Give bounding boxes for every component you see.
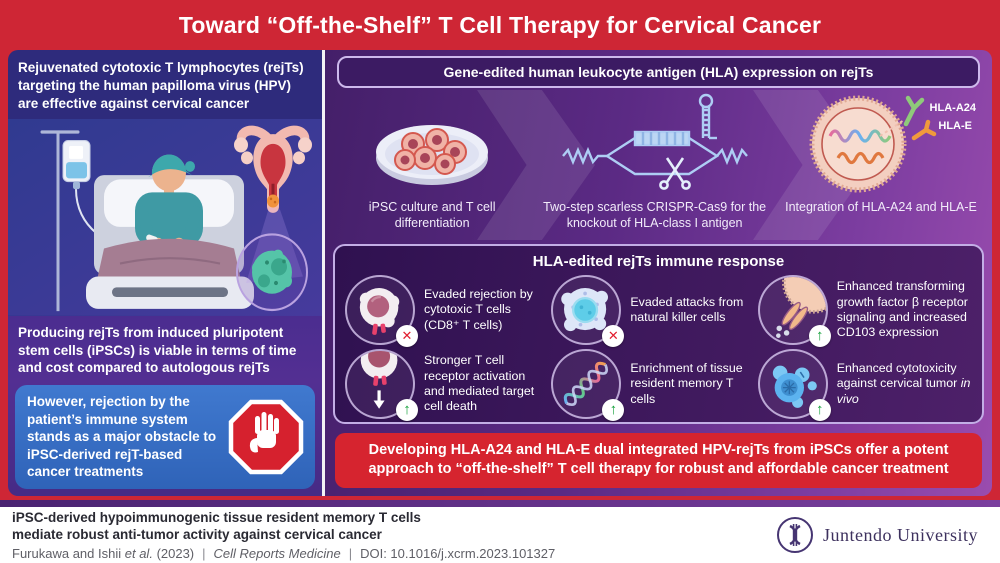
immune-item-nk-evasion: ✕ Evaded attacks from natural killer cel… (551, 274, 749, 347)
immune-response-panel: HLA-edited rejTs immune response ✕ (333, 244, 984, 424)
university-name: Juntendo University (823, 524, 978, 545)
university-brand: Juntendo University (775, 515, 1000, 555)
cross-badge-icon: ✕ (396, 324, 418, 347)
hospital-scene-icon (8, 119, 322, 316)
immune-grid: ✕ Evaded rejection by cytotoxic T cells … (341, 274, 976, 421)
column-divider (322, 50, 325, 496)
immune-item-text: Enhanced cytotoxicity against cervical t… (836, 360, 971, 406)
cross-badge-icon: ✕ (602, 324, 625, 347)
however-section: However, rejection by the patient’s immu… (8, 381, 322, 496)
footer-divider (0, 500, 1000, 507)
up-arrow-badge-icon: ↑ (602, 398, 625, 421)
patient-illustration (8, 119, 322, 316)
stop-hand-icon (225, 397, 307, 477)
nk-cell-icon: ✕ (551, 274, 625, 347)
step-caption: Two-step scarless CRISPR-Cas9 for the kn… (543, 200, 767, 230)
up-arrow-badge-icon: ↑ (396, 398, 418, 421)
intro-text: Rejuvenated cytotoxic T lymphocytes (rej… (8, 50, 322, 120)
hla-e-label: HLA-E (938, 120, 972, 132)
hla-a24-label: HLA-A24 (929, 102, 976, 114)
dna-helix-icon: ↑ (551, 348, 625, 421)
main-content: Rejuvenated cytotoxic T lymphocytes (rej… (8, 50, 992, 496)
immune-item-text: Evaded attacks from natural killer cells (630, 294, 744, 324)
up-arrow-badge-icon: ↑ (808, 398, 831, 421)
immune-item-ctl-evasion: ✕ Evaded rejection by cytotoxic T cells … (345, 274, 543, 347)
gene-steps: iPSC culture and T cell differentiation (325, 90, 992, 240)
immune-item-text: Evaded rejection by cytotoxic T cells (C… (424, 286, 533, 332)
producing-text: Producing rejTs from induced pluripotent… (8, 315, 322, 382)
immune-item-tcr-activation: ↑ Stronger T cell receptor activation an… (345, 348, 543, 421)
juntendo-logo-icon (777, 517, 813, 553)
cytotoxic-tcell-icon: ✕ (345, 274, 418, 347)
however-text: However, rejection by the patient’s immu… (27, 394, 217, 480)
edited-cell-icon: HLA-A24 HLA-E (776, 90, 986, 196)
footer: iPSC-derived hypoimmunogenic tissue resi… (0, 507, 1000, 563)
immune-panel-header: HLA-edited rejTs immune response (532, 253, 785, 270)
tumor-cell-icon: ↑ (757, 348, 831, 421)
tcell-spotlight-icon (236, 233, 308, 312)
left-panel: Rejuvenated cytotoxic T lymphocytes (rej… (8, 50, 322, 496)
immune-item-trm: ↑ Enrichment of tissue resident memory T… (551, 348, 749, 421)
gene-section-header: Gene-edited human leukocyte antigen (HLA… (337, 56, 980, 88)
immune-item-text: Enhanced transforming growth factor β re… (836, 279, 968, 340)
paper-title-line1: iPSC-derived hypoimmunogenic tissue resi… (12, 509, 421, 525)
step-caption: iPSC culture and T cell differentiation (368, 200, 496, 230)
conclusion-banner: Developing HLA-A24 and HLA-E dual integr… (335, 432, 982, 488)
tgf-receptor-icon: ↑ (757, 274, 831, 347)
step-ipsc-culture: iPSC culture and T cell differentiation (331, 90, 533, 240)
immune-item-text: Stronger T cell receptor activation and … (424, 353, 535, 414)
uterus-icon (234, 126, 312, 214)
paper-title-line2: mediate robust anti-tumor activity again… (12, 527, 382, 542)
right-panel: Gene-edited human leukocyte antigen (HLA… (325, 50, 992, 496)
however-box: However, rejection by the patient’s immu… (15, 385, 315, 489)
up-arrow-badge-icon: ↑ (808, 324, 831, 347)
step-crispr: Two-step scarless CRISPR-Cas9 for the kn… (533, 90, 776, 240)
immune-item-tgf: ↑ Enhanced transforming growth factor β … (757, 274, 972, 347)
tcell-activation-icon: ↑ (345, 348, 418, 421)
immune-item-cytotoxicity: ↑ Enhanced cytotoxicity against cervical… (757, 348, 972, 421)
title-banner: Toward “Off-the-Shelf” T Cell Therapy fo… (0, 0, 1000, 50)
crispr-cas9-icon (533, 90, 776, 196)
step-integration: HLA-A24 HLA-E Integration of HLA-A24 and… (776, 90, 986, 240)
step-caption: Integration of HLA-A24 and HLA-E (785, 200, 977, 214)
footer-citation-block: iPSC-derived hypoimmunogenic tissue resi… (0, 509, 775, 562)
citation: Furukawa and Ishii et al. (2023)|Cell Re… (12, 546, 556, 562)
petri-dish-icon (331, 90, 533, 196)
page-title: Toward “Off-the-Shelf” T Cell Therapy fo… (178, 11, 822, 38)
immune-item-text: Enrichment of tissue resident memory T c… (630, 360, 743, 406)
